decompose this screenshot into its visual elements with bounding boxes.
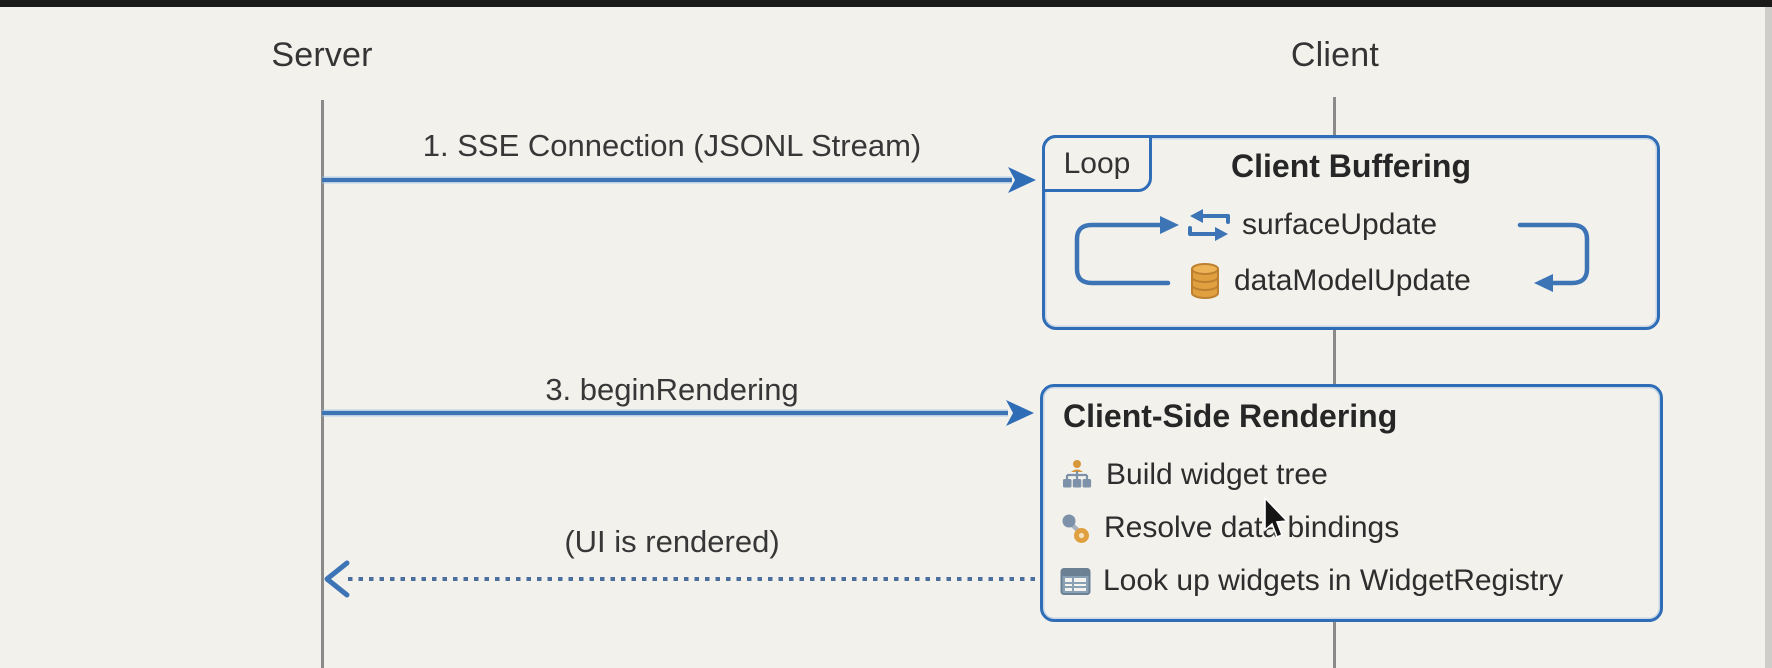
actor-label-client: Client xyxy=(1290,36,1380,74)
render-item-lookup-widgetregistry: Look up widgets in WidgetRegistry xyxy=(1060,562,1563,600)
render-item-label: Look up widgets in WidgetRegistry xyxy=(1103,564,1564,597)
render-box xyxy=(1040,384,1663,622)
loop-box xyxy=(1042,135,1660,330)
message-line-ui-rendered xyxy=(348,577,1040,581)
actor-label-server: Server xyxy=(271,36,373,74)
server-lifeline xyxy=(321,100,324,668)
widget-registry-icon xyxy=(1060,567,1091,595)
arrowhead-right-icon xyxy=(1006,400,1034,426)
loop-item-datamodel-update: dataModelUpdate xyxy=(1188,262,1471,300)
client-lifeline-middle xyxy=(1333,330,1336,385)
message-label-ui-rendered: (UI is rendered) xyxy=(564,524,780,559)
cycle-arrow-right-icon xyxy=(1517,222,1590,292)
loop-box-title: Client Buffering xyxy=(1231,148,1471,184)
swap-arrows-icon xyxy=(1188,209,1230,241)
message-line-begin-rendering xyxy=(322,411,1008,415)
cycle-arrow-left-icon xyxy=(1074,216,1179,286)
loop-tag: Loop xyxy=(1042,135,1152,192)
render-item-resolve-data-bindings: Resolve data bindings xyxy=(1060,509,1399,547)
widget-tree-icon xyxy=(1063,459,1092,487)
loop-item-label: dataModelUpdate xyxy=(1234,264,1471,297)
right-edge-strip xyxy=(1765,7,1772,668)
mouse-cursor xyxy=(1264,497,1289,539)
render-item-build-widget-tree: Build widget tree xyxy=(1060,456,1328,494)
render-item-label: Build widget tree xyxy=(1106,458,1328,491)
message-label-sse: 1. SSE Connection (JSONL Stream) xyxy=(422,128,922,163)
render-item-label: Resolve data bindings xyxy=(1104,511,1400,544)
message-line-sse xyxy=(322,178,1012,182)
arrowhead-left-open-icon xyxy=(324,560,350,598)
top-edge-strip xyxy=(0,0,1772,7)
database-icon xyxy=(1191,263,1219,299)
client-lifeline-upper xyxy=(1333,97,1336,135)
client-lifeline-lower xyxy=(1333,621,1336,668)
render-box-title: Client-Side Rendering xyxy=(1063,398,1398,434)
loop-item-label: surfaceUpdate xyxy=(1242,208,1438,241)
data-binding-icon xyxy=(1062,514,1089,543)
loop-item-surface-update: surfaceUpdate xyxy=(1186,206,1437,244)
message-label-begin-rendering: 3. beginRendering xyxy=(545,372,799,407)
arrowhead-right-icon xyxy=(1008,167,1036,193)
